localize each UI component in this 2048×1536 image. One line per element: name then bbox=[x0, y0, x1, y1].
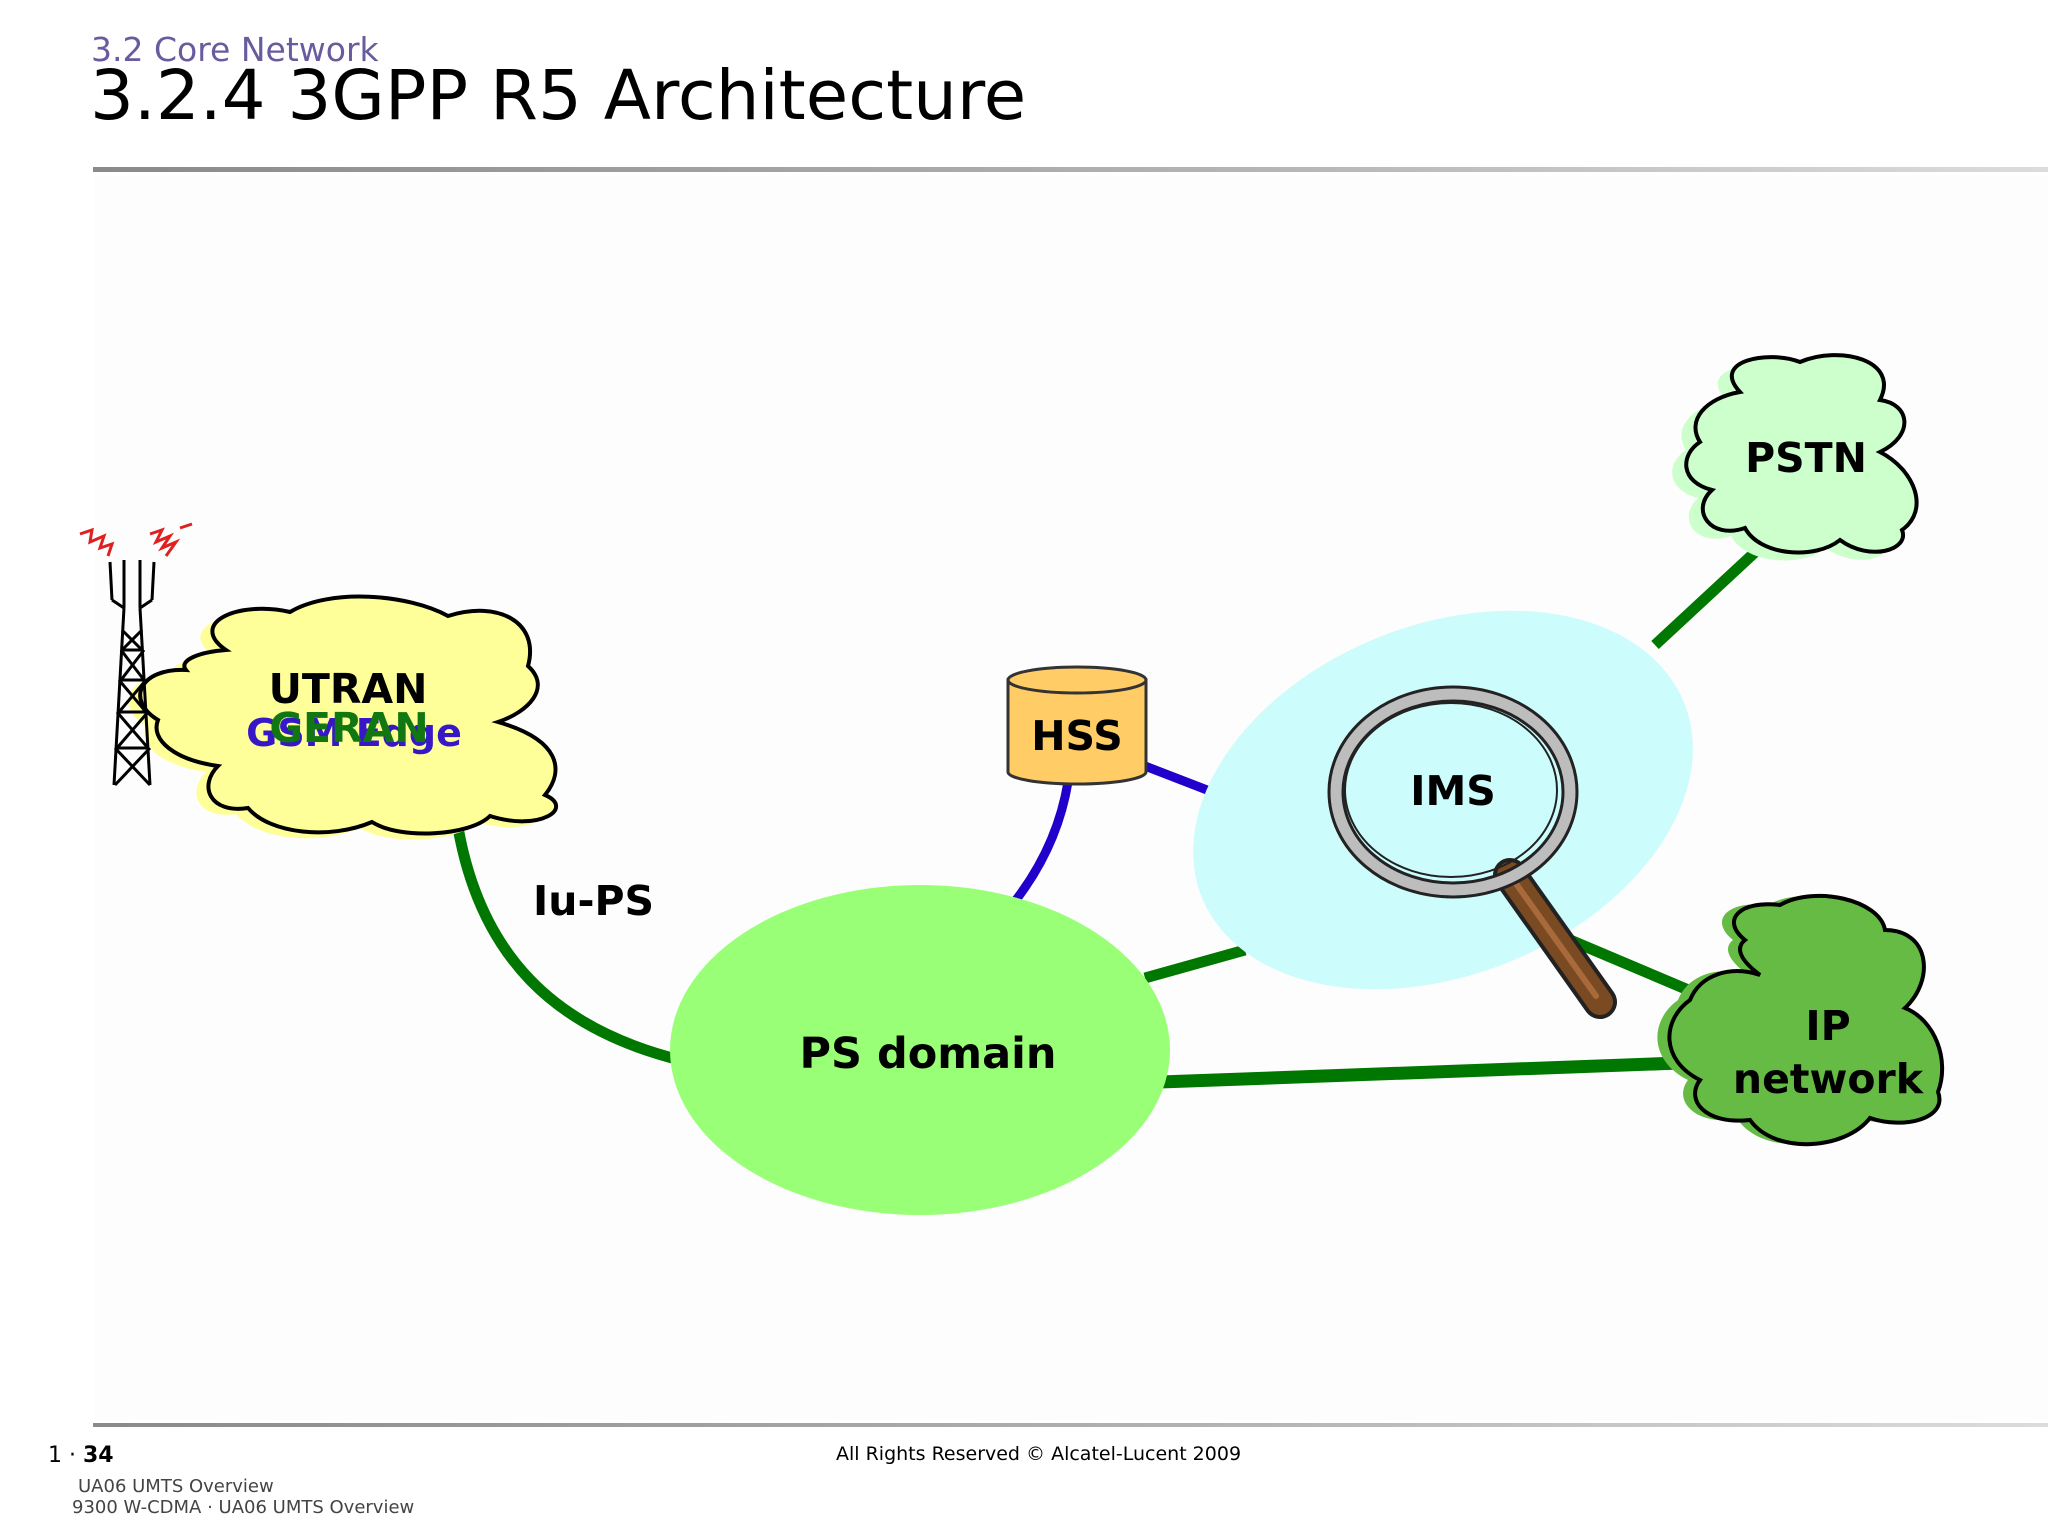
ip-network-label-line1: IP bbox=[1805, 1002, 1850, 1050]
pstn-label: PSTN bbox=[1745, 434, 1867, 482]
ims-label: IMS bbox=[1410, 767, 1496, 815]
footer-divider bbox=[93, 1423, 2048, 1427]
pstn-cloud bbox=[1672, 353, 1919, 561]
iu-ps-label: Iu-PS bbox=[533, 877, 654, 925]
page-number-value: 34 bbox=[82, 1443, 114, 1468]
copyright-notice: All Rights Reserved © Alcatel-Lucent 200… bbox=[836, 1443, 1242, 1465]
ps-ip-link bbox=[1159, 1056, 1681, 1089]
ims-region bbox=[1193, 610, 1693, 990]
page-prefix: 1 · bbox=[48, 1443, 83, 1468]
page-title: 3.2.4 3GPP R5 Architecture bbox=[90, 56, 1027, 136]
ims-pstn-link bbox=[1651, 538, 1769, 650]
utran-geran-cloud bbox=[128, 594, 559, 840]
title-divider bbox=[93, 167, 2048, 172]
iu-ps-link bbox=[449, 802, 686, 1066]
ip-network-label-line2: network bbox=[1733, 1055, 1925, 1103]
section-label: 3.2 Core Network bbox=[91, 30, 379, 69]
antenna-tower-icon bbox=[108, 560, 156, 787]
ps-domain-node bbox=[670, 885, 1170, 1215]
page-number: 1 · 34 bbox=[48, 1443, 114, 1468]
ip-network-cloud bbox=[1657, 893, 1945, 1147]
geran-label: GERAN bbox=[269, 704, 428, 752]
radio-signal-icon bbox=[79, 522, 193, 557]
ps-domain-label: PS domain bbox=[800, 1029, 1057, 1079]
geran-overlap-label: GSM Edge bbox=[246, 711, 462, 755]
magnifier-icon bbox=[1327, 685, 1617, 1019]
ps-ims-link bbox=[1143, 944, 1247, 984]
course-subtitle: 9300 W-CDMA · UA06 UMTS Overview bbox=[72, 1497, 415, 1518]
hss-database-icon bbox=[1006, 665, 1148, 786]
utran-label: UTRAN bbox=[269, 665, 428, 713]
course-title: UA06 UMTS Overview bbox=[78, 1476, 274, 1497]
hss-ps-link bbox=[1008, 781, 1073, 908]
hss-label: HSS bbox=[1031, 712, 1123, 760]
